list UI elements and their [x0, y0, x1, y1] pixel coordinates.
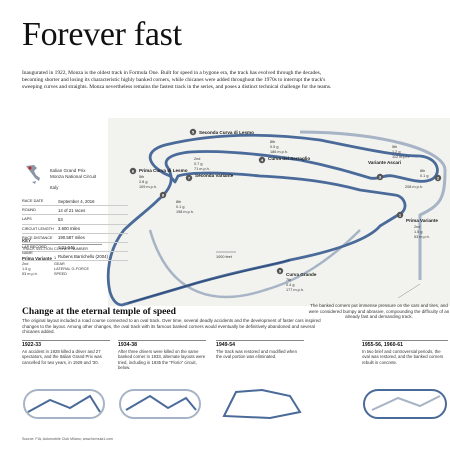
svg-text:5: 5 — [192, 130, 195, 135]
scale-label: 1000 feet — [216, 255, 233, 259]
svg-text:2: 2 — [437, 176, 440, 181]
key-gforce: 1.5 g — [22, 267, 31, 271]
corner-stat-3-gear: 5th — [392, 145, 397, 149]
corner-stat-7-gear: 2nd — [194, 157, 200, 161]
corner-stat-3-speed: 112 m.p.h. — [392, 155, 410, 159]
corner-stat-9-speed: 177 m.p.h. — [286, 288, 304, 292]
era-1949-54: 1949-54 The track was restored and modif… — [216, 340, 304, 360]
key-sample-name: Prima Variante — [22, 256, 52, 261]
main-straight — [127, 259, 291, 304]
corner-stat-2-speed: 208 m.p.h. — [405, 185, 423, 189]
corner-name-7: Seconda Variante — [195, 173, 234, 178]
corner-stat-7-g: 0.7 g — [194, 162, 202, 166]
key-col1: TRACK SECTION NAME — [22, 247, 53, 255]
corner-stat-8-g: 0.1 g — [176, 205, 184, 209]
main-circuit — [106, 133, 439, 307]
svg-text:6: 6 — [132, 169, 135, 174]
old-road-section — [148, 229, 361, 299]
section-title: Change at the eternal temple of speed — [22, 306, 177, 317]
page-title: Forever fast — [22, 16, 182, 53]
corner-marker-2[interactable]: 2 — [434, 174, 442, 182]
corner-marker-5[interactable]: 5 — [189, 128, 197, 136]
callout-leader — [397, 283, 421, 299]
era-1934-38: 1934-38 After three drivers were killed … — [118, 340, 206, 370]
venue-country: Italy — [50, 185, 59, 190]
key-speed-label: SPEED — [54, 272, 67, 276]
section-text: The original layout included a road cour… — [22, 318, 321, 335]
key-gear-label: GEAR — [54, 262, 65, 266]
corner-stat-1-g: 1.5 g — [414, 230, 422, 234]
key-gear: 2nd — [22, 262, 29, 266]
svg-text:4: 4 — [261, 158, 264, 163]
info-row: Rubens Barrichello (2004) — [22, 252, 128, 262]
layout-thumb-1955 — [363, 389, 447, 419]
corner-stat-4-g: 0.5 g — [270, 145, 278, 149]
key-col2: CORNER NUMBER — [54, 247, 88, 251]
layout-thumb-1949 — [222, 388, 302, 420]
layout-thumb-1922 — [23, 389, 105, 419]
banked-corners-callout: The banked corners put immense pressure … — [308, 303, 450, 320]
venue-circuit: Monza National Circuit — [50, 174, 97, 179]
svg-text:8: 8 — [162, 193, 165, 198]
era-1922-33: 1922-33 An accident in 1928 killed a dri… — [22, 340, 110, 365]
corner-marker-6[interactable]: 6 — [129, 167, 137, 175]
corner-stat-9-gear: 7th — [286, 278, 291, 282]
svg-text:9: 9 — [279, 269, 282, 274]
era-1955-61: 1955-56, 1960-61 In two brief and contro… — [362, 340, 448, 365]
corner-stat-8-speed: 198 m.p.h. — [176, 210, 194, 214]
key-heading: KEY — [22, 238, 102, 245]
corner-stat-4-speed: 186 m.p.h. — [270, 150, 288, 154]
italy-map-icon — [26, 165, 40, 184]
corner-stat-6-gear: 5th — [139, 175, 144, 179]
svg-text:1: 1 — [399, 213, 402, 218]
corner-marker-1[interactable]: 1 — [396, 211, 404, 219]
svg-text:7: 7 — [188, 176, 191, 181]
corner-stat-7-speed: 71 m.p.h. — [194, 167, 210, 171]
map-background — [108, 118, 450, 306]
corner-marker-7[interactable]: 7 — [185, 174, 193, 182]
layout-thumb-1934 — [119, 389, 201, 419]
corner-stat-8-gear: 8th — [176, 200, 181, 204]
corner-marker-8[interactable]: 8 — [159, 191, 167, 199]
corner-name-1: Prima Variante — [406, 218, 438, 223]
corner-marker-3[interactable]: 3 — [376, 173, 384, 181]
corner-stat-3-g: 1.2 g — [392, 150, 400, 154]
source-credit: Source: FIA; Automobile Club Milano; www… — [22, 437, 114, 441]
corner-stat-2-g: 0.1 g — [420, 174, 428, 178]
corner-stat-2-gear: 8th — [420, 169, 425, 173]
corner-name-4: Curva del Serraglio — [268, 156, 310, 161]
key-speed: 53 m.p.h. — [22, 272, 38, 276]
historical-layouts — [23, 388, 447, 420]
intro-paragraph: Inaugurated in 1922, Monza is the oldest… — [22, 70, 332, 91]
corner-name-9: Curva Grande — [286, 272, 317, 277]
corner-marker-4[interactable]: 4 — [258, 156, 266, 164]
corner-stat-1-speed: 53 m.p.h. — [414, 235, 430, 239]
old-oval-track — [299, 130, 447, 280]
corner-marker-9[interactable]: 9 — [276, 267, 284, 275]
svg-text:3: 3 — [379, 175, 382, 180]
corner-stat-6-g: 2.8 g — [139, 180, 147, 184]
key-gforce-label: LATERAL G-FORCE — [54, 267, 90, 271]
venue-name: Italian Grand Prix — [50, 168, 86, 173]
key-sample-corner: 1 — [54, 256, 57, 260]
corner-name-6: Prima Curva di Lesmo — [139, 168, 188, 173]
corner-stat-6-speed: 109 m.p.h. — [139, 185, 157, 189]
corner-stat-4-gear: 8th — [270, 140, 275, 144]
venue-block: Italian Grand Prix Monza National Circui… — [50, 168, 110, 191]
corner-name-5: Seconda Curva di Lesmo — [199, 130, 254, 135]
map-key: KEY TRACK SECTION NAME CORNER NUMBER Pri… — [22, 238, 102, 276]
corner-stat-9-g: 0.4 g — [286, 283, 294, 287]
corner-name-3: Variante Ascari — [368, 160, 401, 165]
corner-stat-1-gear: 2nd — [414, 225, 420, 229]
